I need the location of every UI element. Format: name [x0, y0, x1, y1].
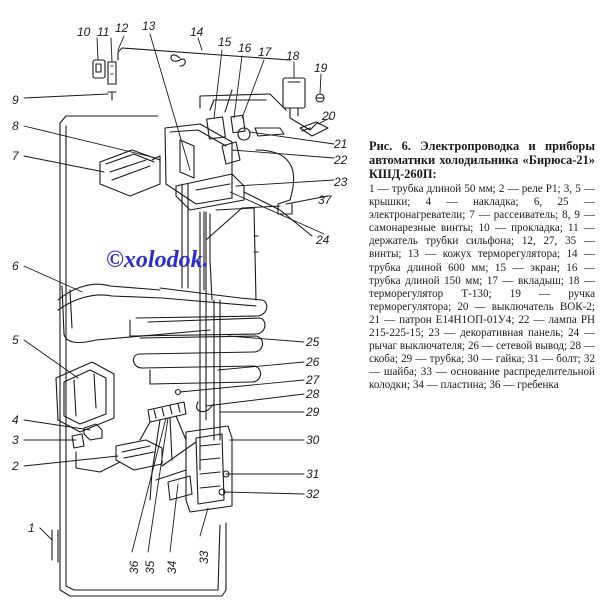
plate-34 [167, 475, 193, 501]
callout-37: 37 [318, 193, 333, 207]
wire-bundle [199, 89, 319, 131]
callout-29: 29 [305, 405, 320, 419]
callout-31: 31 [306, 467, 319, 481]
callout-35: 35 [143, 560, 157, 574]
diffuser-7 [99, 149, 161, 197]
callout-13: 13 [142, 19, 156, 33]
callout-9: 9 [12, 93, 19, 107]
callout-16: 16 [238, 41, 252, 55]
callout-14: 14 [190, 25, 204, 39]
callout-3: 3 [12, 433, 19, 447]
cabinet-outline [59, 115, 227, 597]
callout-11: 11 [97, 25, 109, 39]
screw-8 [151, 155, 161, 163]
callout-22: 22 [333, 153, 348, 167]
callout-4: 4 [12, 413, 19, 427]
riser-right [215, 207, 259, 301]
panel-23 [175, 173, 245, 211]
relay-2 [115, 439, 163, 471]
callout-28: 28 [305, 387, 320, 401]
callout-34: 34 [165, 560, 179, 574]
figure-caption: Рис. 6. Электропроводка и приборы автома… [369, 139, 595, 393]
clip-28 [196, 401, 215, 413]
power-cord-26 [199, 149, 295, 471]
cover-5 [55, 361, 115, 433]
callout-12: 12 [115, 21, 129, 35]
callout-10: 10 [77, 25, 91, 39]
screw-9 [107, 91, 117, 101]
pad-4 [83, 423, 103, 441]
callout-25: 25 [305, 335, 320, 349]
tube-14 [117, 47, 291, 67]
watermark: ©xolodok. [106, 247, 209, 273]
callout-5: 5 [12, 333, 19, 347]
callout-18: 18 [286, 49, 300, 63]
caption-legend: 1 — трубка длиной 50 мм; 2 — реле Р1; 3,… [369, 183, 595, 392]
insert-17 [230, 114, 246, 134]
callout-36: 36 [127, 560, 141, 574]
tube-1 [51, 529, 59, 563]
callout-numbers: 10 11 12 13 14 15 16 17 18 19 20 21 22 2… [11, 19, 348, 574]
callout-32: 32 [306, 487, 320, 501]
cover-3 [71, 433, 85, 449]
callout-1: 1 [28, 521, 35, 535]
caption-title: Рис. 6. Электропроводка и приборы автома… [369, 139, 595, 181]
gasket-10 [92, 59, 106, 79]
callout-19: 19 [314, 61, 328, 75]
cabinet-inner-line [65, 125, 221, 591]
holder-11 [107, 61, 117, 85]
bracket-22 [221, 141, 241, 165]
switch-20 [299, 121, 329, 137]
screen-15 [206, 116, 226, 140]
lever-24 [243, 191, 313, 237]
callout-8: 8 [12, 119, 19, 133]
heater-6-right [129, 287, 268, 337]
callout-21: 21 [333, 137, 347, 151]
callout-23: 23 [333, 175, 348, 189]
callout-15: 15 [218, 35, 232, 49]
callout-27: 27 [305, 373, 321, 387]
cover-13 [164, 123, 233, 205]
callout-24: 24 [315, 233, 330, 247]
callout-33: 33 [197, 550, 211, 564]
callout-2: 2 [11, 459, 19, 473]
callout-6: 6 [12, 259, 19, 273]
heater-25 [132, 335, 264, 385]
riser-tube [181, 183, 213, 301]
callout-17: 17 [258, 45, 273, 59]
leader-lines [23, 33, 335, 553]
callout-7: 7 [12, 149, 20, 163]
callout-30: 30 [306, 433, 320, 447]
heater-6 [57, 283, 211, 344]
callout-26: 26 [305, 355, 320, 369]
callout-20: 20 [321, 109, 336, 123]
comb-36 [147, 401, 187, 423]
block-base-33 [185, 425, 233, 513]
